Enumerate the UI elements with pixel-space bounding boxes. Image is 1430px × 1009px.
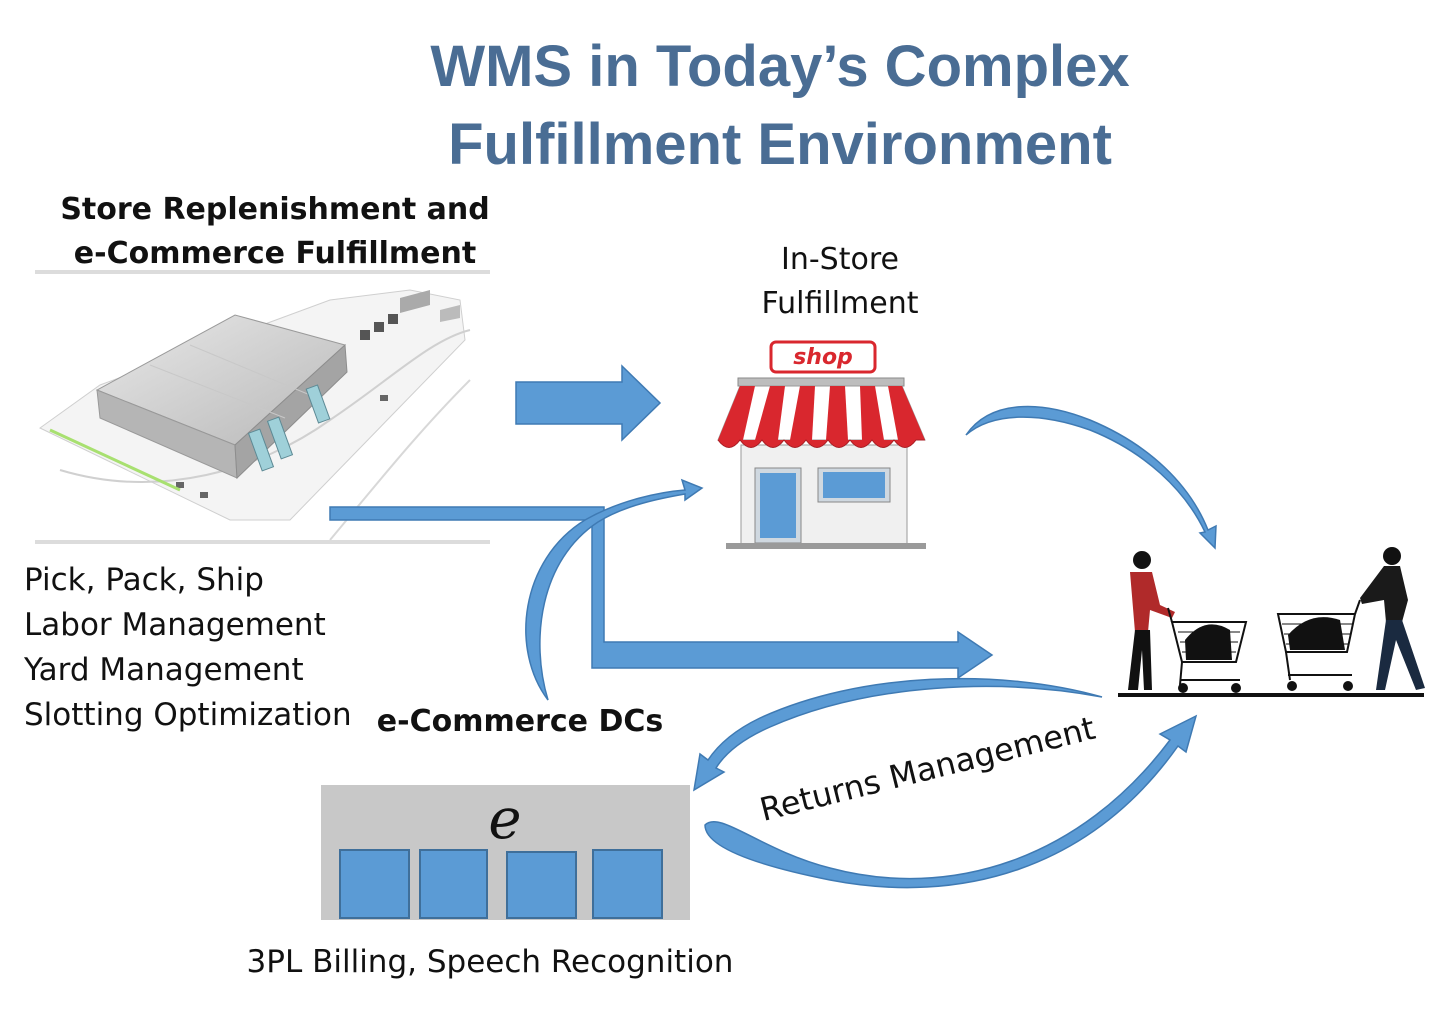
warehouse-features: Pick, Pack, Ship Labor Management Yard M…	[24, 558, 352, 738]
ecommerce-building-icon	[321, 785, 690, 920]
instore-label: In-Store Fulfillment	[710, 238, 970, 326]
feature-item: Pick, Pack, Ship	[24, 562, 264, 598]
instore-label-line-1: In-Store	[781, 242, 899, 277]
arrow-to-store	[515, 364, 662, 442]
warehouse-heading-line-1: Store Replenishment and	[60, 192, 490, 227]
diagram-title: WMS in Today’s Complex Fulfillment Envir…	[360, 28, 1200, 184]
shoppers-icon	[1118, 547, 1425, 697]
arrow-store-to-shoppers	[965, 405, 1217, 550]
instore-label-line-2: Fulfillment	[761, 286, 919, 321]
warehouse-illustration	[35, 270, 490, 544]
warehouse-heading: Store Replenishment and e-Commerce Fulfi…	[40, 188, 510, 276]
arrow-dc-to-store	[525, 478, 704, 701]
title-line-2: Fulfillment Environment	[448, 112, 1112, 177]
shop-icon	[717, 340, 926, 549]
shop-sign-text: shop	[793, 345, 853, 370]
feature-item: Labor Management	[24, 607, 326, 643]
feature-item: Yard Management	[24, 652, 304, 688]
title-line-1: WMS in Today’s Complex	[430, 34, 1130, 99]
arrow-returns	[692, 677, 1103, 792]
ecommerce-dc-label: e-Commerce DCs	[376, 704, 664, 739]
ecommerce-building-letter: e	[488, 787, 521, 852]
arrow-to-shoppers	[329, 506, 994, 680]
ecommerce-features: 3PL Billing, Speech Recognition	[246, 944, 734, 980]
warehouse-heading-line-2: e-Commerce Fulfillment	[73, 236, 477, 271]
feature-item: Slotting Optimization	[24, 697, 352, 733]
arrow-dc-to-shoppers	[704, 714, 1198, 889]
